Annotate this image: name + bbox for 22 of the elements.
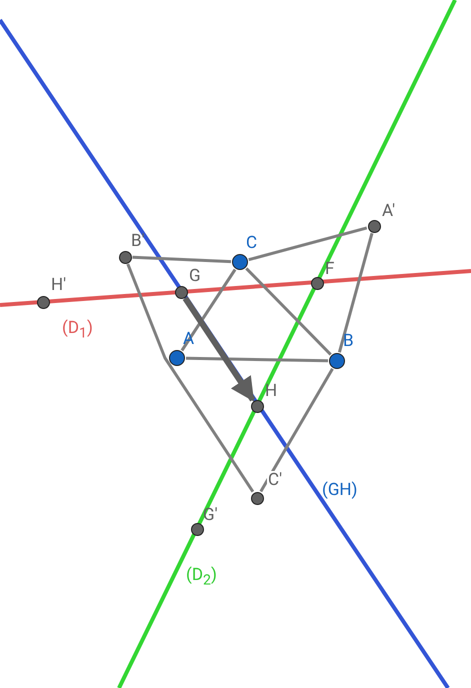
line-segment: [132, 256, 232, 264]
line-segment: [186, 356, 328, 362]
line-segment: [260, 368, 334, 492]
point-label: G: [189, 267, 201, 285]
point-label: G': [203, 506, 218, 524]
point-label: F: [325, 260, 334, 278]
point-label: A': [382, 202, 396, 220]
line-segment: [126, 263, 254, 493]
point-label: H': [51, 276, 66, 294]
point-label: A: [183, 330, 194, 348]
vector-arrow: [182, 296, 256, 402]
point-label: H: [265, 382, 278, 400]
line-segment: [245, 267, 332, 356]
point-label: C: [246, 234, 258, 252]
line-segment: [248, 226, 368, 262]
line-segment: [338, 232, 374, 353]
line-label: (D$_{2}$): [186, 565, 217, 590]
line-segment: [180, 268, 236, 352]
line-label: (GH): [322, 480, 358, 500]
line-label: (D$_{1}$): [62, 318, 93, 344]
point-label: B: [343, 332, 354, 350]
point-label: B': [131, 232, 145, 250]
